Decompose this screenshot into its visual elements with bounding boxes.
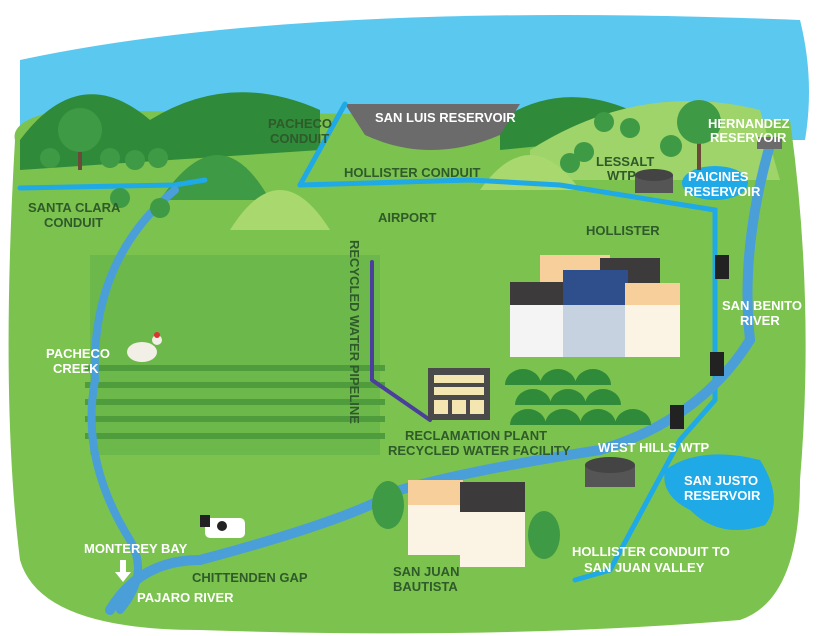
label-reclamation-plant-1: RECLAMATION PLANT xyxy=(405,428,547,443)
cow-icon xyxy=(200,515,245,538)
label-pajaro-river: PAJARO RIVER xyxy=(137,590,234,605)
san-luis-reservoir xyxy=(345,104,520,150)
label-recycled-water-pipeline: RECYCLED WATER PIPELINE xyxy=(347,240,362,424)
label-paicines-reservoir-1: PAICINES xyxy=(688,169,749,184)
label-santa-clara-conduit-2: CONDUIT xyxy=(44,215,103,230)
recycled-water-pipeline-line xyxy=(370,260,432,422)
west-hills-wtp-tank xyxy=(585,457,635,487)
chicken-icon xyxy=(127,332,162,362)
label-san-justo-reservoir-2: RESERVOIR xyxy=(684,488,761,503)
hill-center-light xyxy=(230,190,330,230)
label-santa-clara-conduit-1: SANTA CLARA xyxy=(28,200,121,215)
label-san-luis-reservoir: SAN LUIS RESERVOIR xyxy=(375,110,516,125)
hill-center xyxy=(160,155,270,200)
label-monterey-bay: MONTEREY BAY xyxy=(84,541,188,556)
label-lessalt-wtp-1: LESSALT xyxy=(596,154,654,169)
label-pacheco-creek-2: CREEK xyxy=(53,361,99,376)
label-hernandez-reservoir-1: HERNANDEZ xyxy=(708,116,790,131)
san-justo-reservoir xyxy=(664,454,774,530)
field-rows xyxy=(85,365,385,439)
label-san-benito-river-1: SAN BENITO xyxy=(722,298,802,313)
label-hernandez-reservoir-2: RESERVOIR xyxy=(710,130,787,145)
hills-back xyxy=(20,92,320,170)
santa-clara-conduit-line xyxy=(17,177,208,191)
label-west-hills-wtp: WEST HILLS WTP xyxy=(598,440,710,455)
arrow-down-icon xyxy=(115,560,131,582)
land xyxy=(8,110,806,634)
label-chittenden-gap: CHITTENDEN GAP xyxy=(192,570,308,585)
pacheco-conduit-line xyxy=(297,101,348,188)
label-pacheco-conduit-1: PACHECO xyxy=(268,116,332,131)
bushes xyxy=(505,369,651,425)
lessalt-wtp-tank xyxy=(635,169,673,193)
paicines-reservoir xyxy=(682,166,748,200)
label-san-juan-bautista-2: BAUTISTA xyxy=(393,579,458,594)
label-hollister-conduit-sjv-2: SAN JUAN VALLEY xyxy=(584,560,705,575)
hernandez-dam xyxy=(757,137,782,149)
reclamation-plant-building xyxy=(428,368,490,420)
label-san-juan-bautista-1: SAN JUAN xyxy=(393,564,459,579)
trees xyxy=(40,100,721,559)
san-benito-river xyxy=(105,140,775,615)
hollister-conduit-line xyxy=(297,177,718,583)
san-juan-bautista-buildings xyxy=(408,480,525,567)
label-pacheco-conduit-2: CONDUIT xyxy=(270,131,329,146)
label-paicines-reservoir-2: RESERVOIR xyxy=(684,184,761,199)
label-lessalt-wtp-2: WTP xyxy=(607,168,636,183)
label-san-benito-river-2: RIVER xyxy=(740,313,780,328)
label-airport: AIRPORT xyxy=(378,210,437,225)
label-hollister: HOLLISTER xyxy=(586,223,660,238)
pacheco-creek xyxy=(87,186,179,614)
label-reclamation-plant-2: RECYCLED WATER FACILITY xyxy=(388,443,571,458)
label-hollister-conduit-sjv-1: HOLLISTER CONDUIT TO xyxy=(572,544,730,559)
water-pump-icons xyxy=(670,255,729,429)
label-pacheco-creek-1: PACHECO xyxy=(46,346,110,361)
label-hollister-conduit: HOLLISTER CONDUIT xyxy=(344,165,481,180)
hollister-buildings xyxy=(510,255,680,357)
label-san-justo-reservoir-1: SAN JUSTO xyxy=(684,473,758,488)
